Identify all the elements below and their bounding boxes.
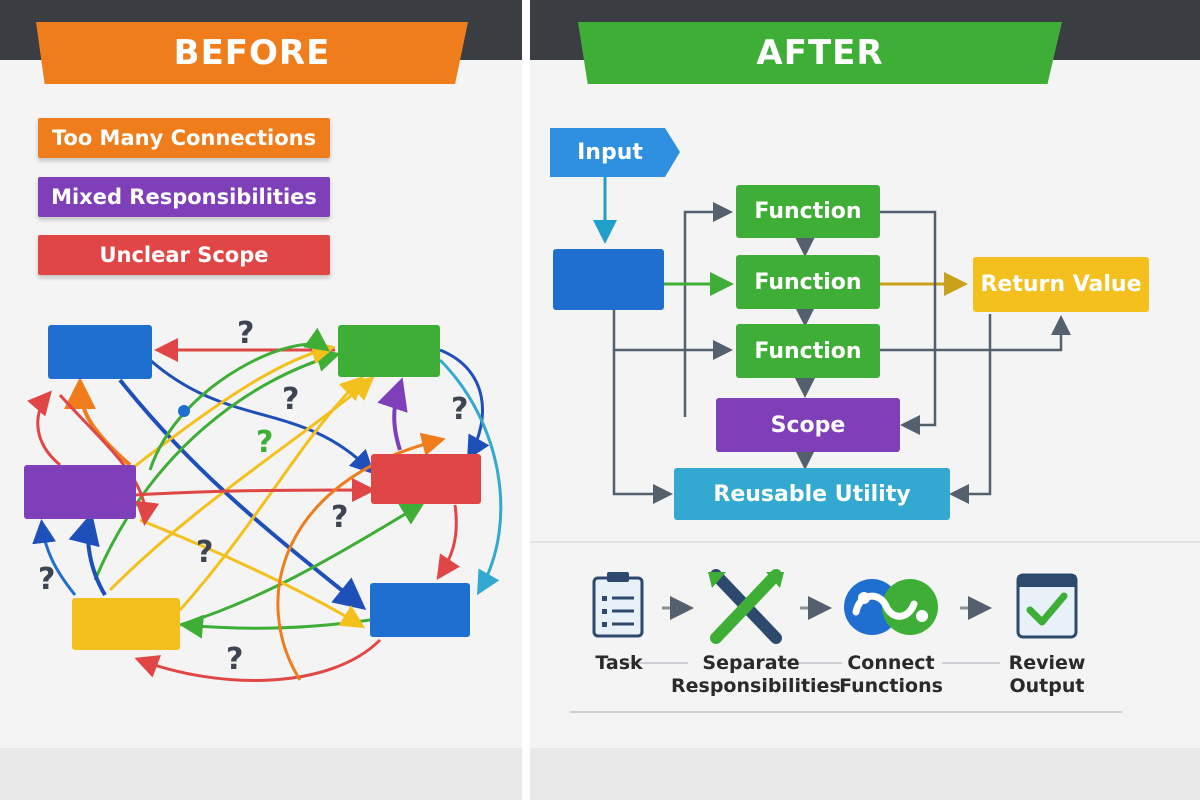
before-bottom-bar	[0, 748, 522, 800]
before-title: BEFORE	[36, 22, 468, 84]
connector-to-function-1	[683, 202, 733, 417]
input-label: Input	[577, 140, 643, 165]
scope-node	[716, 398, 900, 452]
tangled-arrow	[93, 348, 341, 581]
question-mark: ?	[451, 392, 469, 427]
return-value-node	[973, 257, 1149, 312]
tangled-arrow	[58, 394, 160, 526]
question-mark: ?	[196, 535, 214, 570]
node-red	[371, 454, 481, 504]
after-bottom-bar	[530, 748, 1200, 800]
step-separate: Separate Responsibilities	[671, 652, 841, 697]
tangled-arrow	[118, 378, 367, 611]
tangled-arrow	[139, 518, 366, 629]
node-blue-top	[48, 325, 152, 379]
question-mark: ?	[237, 316, 255, 351]
tangled-arrow	[134, 638, 382, 682]
tangled-arrow	[68, 512, 107, 597]
tag-mixed-responsibilities: Mixed Responsibilities	[38, 177, 330, 217]
tangle-dot	[178, 405, 190, 417]
scope-label: Scope	[770, 412, 846, 438]
clipboard-icon	[592, 572, 644, 638]
function-node-1	[736, 185, 880, 238]
utility-node	[674, 468, 950, 520]
step-connect: Connect Functions	[839, 652, 943, 697]
split-arrows-icon	[708, 569, 784, 644]
question-mark: ?	[38, 562, 56, 597]
node-purple	[24, 465, 136, 519]
tag-unclear-scope: Unclear Scope	[38, 235, 330, 275]
node-green-top	[338, 325, 440, 377]
function-node-3	[736, 324, 880, 378]
structured-diagram	[530, 128, 1200, 713]
tangled-arrow	[436, 504, 460, 580]
after-title: AFTER	[578, 22, 1062, 84]
function-node-2	[736, 255, 880, 309]
return-value-label: Return Value	[980, 272, 1142, 297]
input-node	[550, 128, 680, 177]
tangled-arrow	[108, 376, 375, 592]
tangled-diagram	[24, 325, 503, 682]
step-task: Task	[595, 652, 643, 674]
checklist-icon	[1016, 573, 1078, 639]
tangled-arrow	[439, 348, 490, 461]
tangled-arrow	[149, 358, 375, 475]
after-panel: AFTER	[530, 0, 1200, 800]
link-circles-icon	[844, 579, 938, 635]
before-panel: BEFORE Too Many Connections Mixed Respon…	[0, 0, 522, 800]
node-yellow	[72, 598, 180, 650]
node-blue-bottom	[370, 583, 470, 637]
tangled-arrow	[178, 375, 365, 611]
tangled-arrow	[64, 377, 132, 467]
blue-node	[553, 249, 664, 310]
connector-function-1-scope	[880, 210, 937, 435]
function-label-2: Function	[754, 269, 862, 295]
function-label-3: Function	[754, 338, 862, 364]
utility-label: Reusable Utility	[713, 481, 911, 507]
step-review: Review Output	[1008, 652, 1086, 697]
tangled-arrow	[148, 327, 330, 471]
question-mark: ?	[282, 382, 300, 417]
connector-to-utility	[612, 350, 673, 504]
tangled-arrow	[438, 358, 503, 596]
tangled-arrow	[377, 377, 408, 451]
connector-return-utility	[949, 314, 992, 504]
connector-to-function-3	[612, 310, 733, 360]
question-mark: ?	[331, 500, 349, 535]
function-label-1: Function	[754, 199, 862, 224]
tangled-arrow	[179, 501, 426, 627]
tangled-arrow	[32, 519, 77, 596]
tag-too-many-connections: Too Many Connections	[38, 118, 330, 158]
tangled-arrow	[27, 390, 61, 467]
question-mark: ?	[256, 425, 274, 460]
question-mark: ?	[226, 642, 244, 677]
tangled-arrow	[134, 478, 376, 503]
panel-divider	[522, 0, 530, 800]
connector-function-3-return	[880, 315, 1071, 352]
